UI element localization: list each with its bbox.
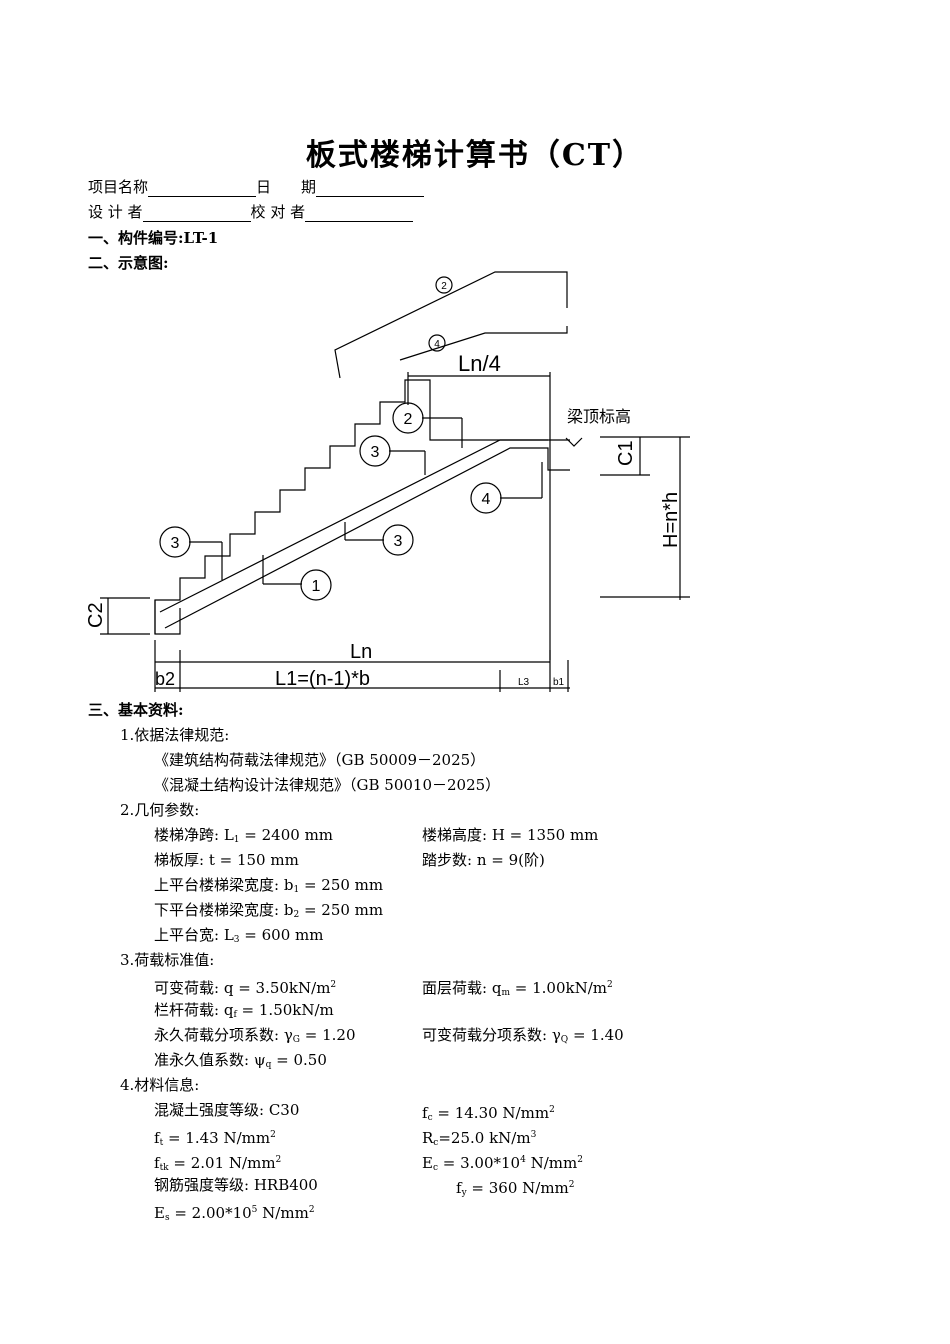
callout-2: 2 [392,402,463,448]
material-title: 4.材料信息: [120,1076,200,1094]
callout-3-lower: 3 [159,526,223,580]
lower-beam [154,600,181,635]
thickness-param: 梯板厚: t = 150 mm [154,851,299,869]
variable-factor-param: 可变荷载分项系数: γQ = 1.40 [422,1026,624,1045]
stair-diagram: 2 4 Ln/4 梁顶标高 C1 H=n*h C2 [85,271,690,692]
ln-label: Ln [350,641,372,663]
checker-label: 校 对 者 [250,203,306,221]
elevation-mark [565,437,583,447]
section-component-id: 一、构件编号:LT-1 [88,229,219,247]
rebar-4-detail-number: 4 [434,339,440,350]
project-name-label: 项目名称 [88,178,149,196]
steps-param: 踏步数: n = 9(阶) [422,851,545,869]
designer-field [142,205,251,222]
project-name-field [148,180,257,197]
live-load-param: 可变荷载: q = 3.50kN/m2 [154,979,337,997]
rebar-4-detail: 4 [399,326,568,361]
railing-load-param: 栏杆荷载: qf = 1.50kN/m [154,1001,334,1020]
fc-param: fc = 14.30 N/mm2 [422,1104,555,1123]
rebar-2-detail-number: 2 [441,281,447,292]
section-diagram: 二、示意图: [88,254,169,272]
ln-quarter-label: Ln/4 [458,351,501,376]
rebar-2-detail: 2 [334,271,568,379]
upper-beam-width-param: 上平台楼梯梁宽度: b1 = 250 mm [154,876,384,895]
steel-grade-param: 钢筋强度等级: HRB400 [154,1176,318,1194]
callout-3-middle: 3 [344,522,414,556]
l1-label: L1=(n-1)*b [275,668,370,690]
callout-1: 1 [262,555,332,601]
surface-load-param: 面层荷载: qm = 1.00kN/m2 [422,979,613,998]
designer-row: 设 计 者校 对 者 [88,202,414,222]
lower-beam-width-param: 下平台楼梯梁宽度: b2 = 250 mm [154,901,384,920]
page-title: 板式楼梯计算书（CT） [305,138,645,173]
bottom-dimensions: Ln L1=(n-1)*b b2 L3 b1 [154,640,570,692]
height-param: 楼梯高度: H = 1350 mm [422,826,599,844]
callout-3-middle-number: 3 [394,533,403,550]
geometry-title: 2.几何参数: [120,801,200,819]
quasi-permanent-param: 准永久值系数: ψq = 0.50 [154,1051,327,1070]
date-label: 日 期 [256,178,317,196]
ftk-param: ftk = 2.01 N/mm2 [154,1154,282,1173]
stair-slab-top [159,439,570,613]
code-concrete: 《混凝土结构设计法律规范》（GB 50010－2025） [154,776,501,794]
l3-label: L3 [518,677,530,688]
b1-label: b1 [553,677,565,688]
rc-param: Rc=25.0 kN/m3 [422,1129,537,1148]
callout-2-number: 2 [404,411,413,428]
permanent-factor-param: 永久荷载分项系数: γG = 1.20 [154,1026,356,1045]
fy-param: fy = 360 N/mm2 [456,1179,575,1198]
callout-3-upper-number: 3 [371,444,380,461]
concrete-grade-param: 混凝土强度等级: C30 [154,1101,300,1119]
ln-quarter-dimension: Ln/4 [407,351,551,660]
beam-top-label: 梁顶标高 [567,408,631,426]
section-basic-data: 三、基本资料: [88,701,184,719]
c2-label: C2 [85,602,107,628]
callout-4-number: 4 [482,491,491,508]
span-param: 楼梯净跨: L1 = 2400 mm [154,826,334,845]
callout-3-upper: 3 [359,435,426,475]
ec-param: Ec = 3.00*104 N/mm2 [422,1154,583,1173]
b2-label: b2 [155,669,175,689]
stair-slab-bottom [164,447,570,629]
c2-dimension: C2 [85,597,150,635]
upper-platform-width-param: 上平台宽: L3 = 600 mm [154,926,324,945]
h-label: H=n*h [660,492,682,548]
c1-label: C1 [615,440,637,466]
code-load: 《建筑结构荷载法律规范》（GB 50009－2025） [154,751,486,769]
codes-title: 1.依据法律规范: [120,726,230,744]
designer-label: 设 计 者 [88,203,143,221]
load-title: 3.荷载标准值: [120,951,215,969]
date-field [316,180,425,197]
checker-field [305,205,414,222]
callout-3-lower-number: 3 [171,535,180,552]
callout-4: 4 [470,462,543,514]
project-name-row: 项目名称 日 期 [88,177,425,197]
es-param: Es = 2.00*105 N/mm2 [154,1204,315,1223]
right-height-dimension: C1 H=n*h [600,436,690,600]
callout-1-number: 1 [312,578,321,595]
ft-param: ft = 1.43 N/mm2 [154,1129,276,1148]
stair-steps [154,379,548,634]
